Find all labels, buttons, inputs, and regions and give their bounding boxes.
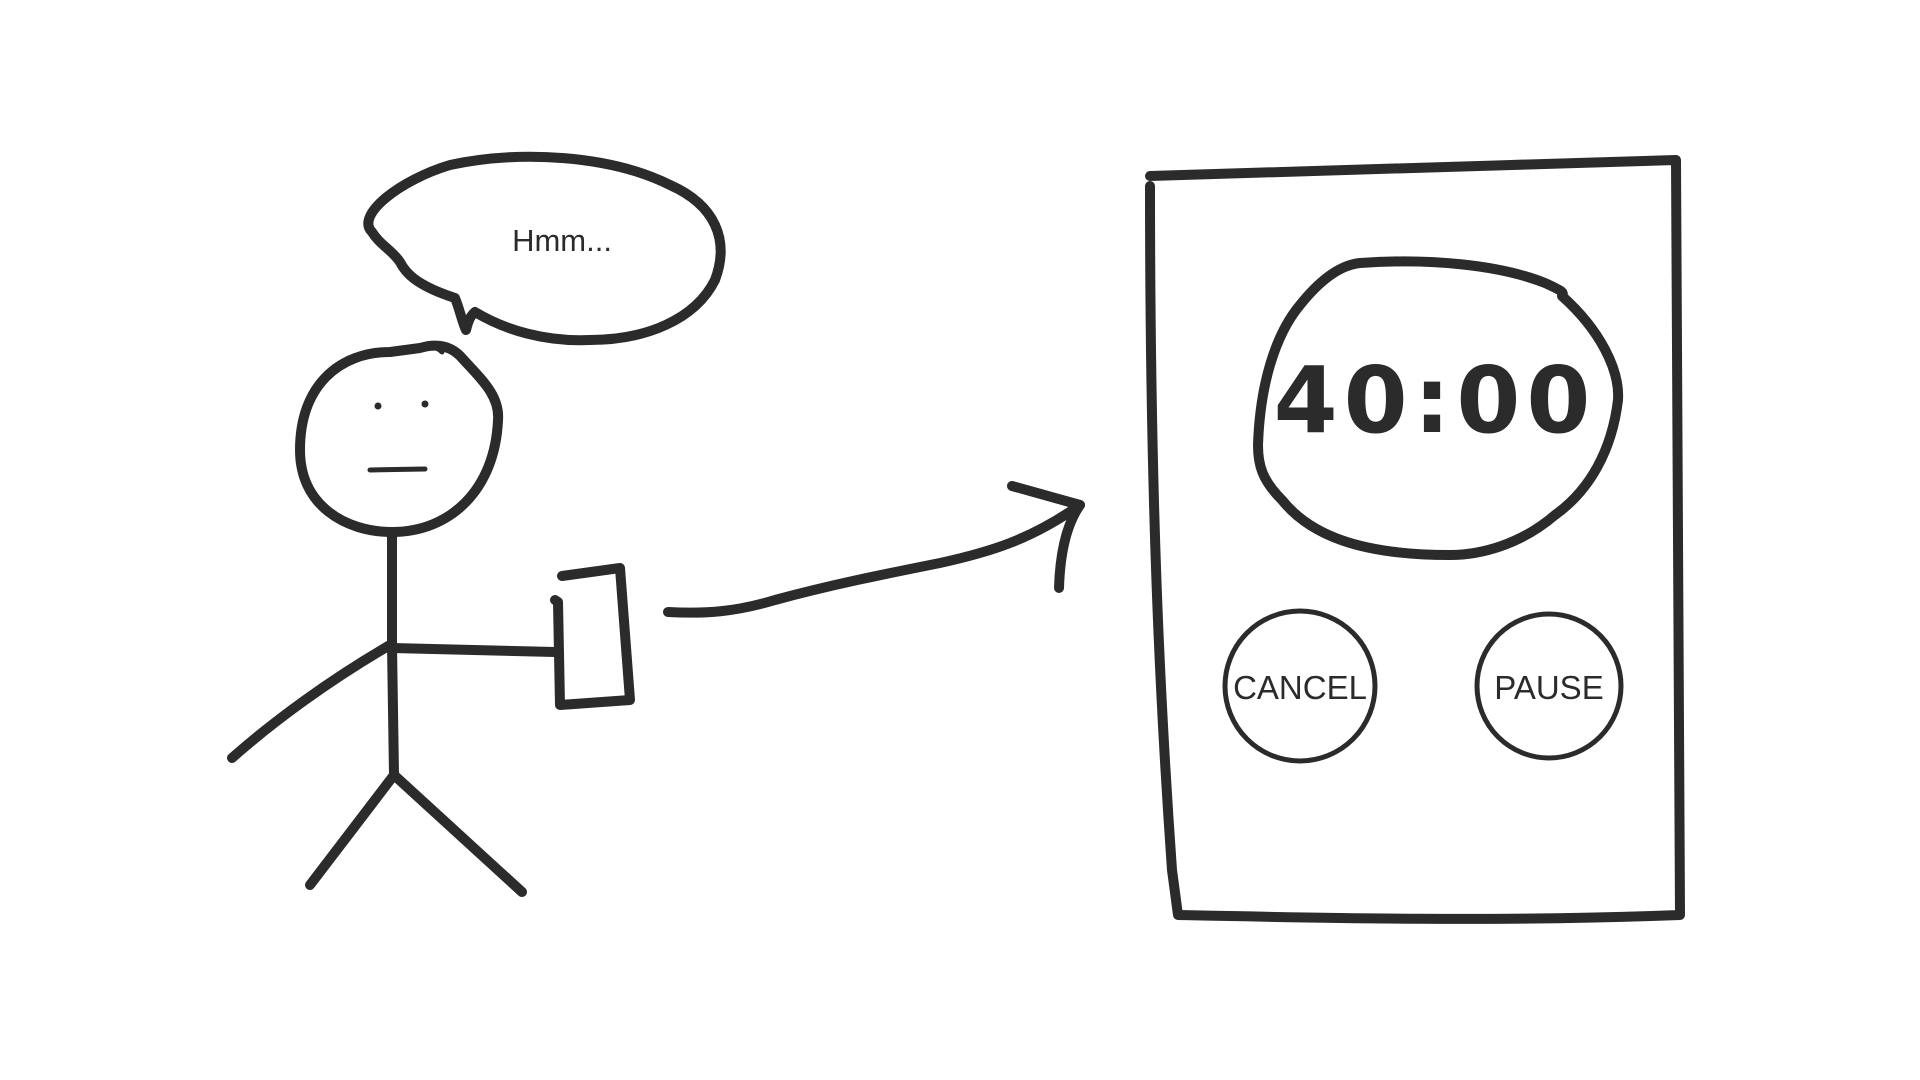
figure-hair-tuft — [417, 343, 445, 355]
pause-button-outline[interactable] — [1474, 611, 1624, 761]
timer-device: 40:00 CANCEL PAUSE — [1145, 155, 1685, 924]
figure-right-eye — [421, 400, 429, 408]
arrow-shaft — [663, 500, 1085, 618]
figure-right-arm — [387, 643, 560, 657]
stick-figure — [227, 340, 635, 897]
figure-left-leg — [305, 770, 399, 890]
figure-left-eye — [374, 402, 382, 410]
device-frame — [1145, 155, 1685, 924]
cancel-button-outline[interactable] — [1222, 608, 1378, 764]
arrow — [663, 481, 1085, 618]
cancel-button[interactable]: CANCEL — [1222, 608, 1378, 764]
figure-right-leg — [389, 770, 527, 897]
figure-head — [295, 340, 504, 537]
figure-mouth — [367, 466, 428, 473]
pause-button[interactable]: PAUSE — [1474, 611, 1624, 761]
timer-display: 40:00 — [1253, 256, 1624, 560]
phone-in-hand — [550, 563, 635, 710]
arrow-head — [1007, 481, 1085, 593]
speech-bubble: Hmm... — [363, 151, 726, 346]
speech-bubble-text: Hmm... — [512, 223, 612, 258]
figure-left-arm — [227, 640, 395, 763]
figure-body — [387, 527, 399, 780]
timer-display-outline — [1253, 256, 1624, 560]
cancel-button-label[interactable]: CANCEL — [1233, 669, 1367, 706]
timer-display-text: 40:00 — [1274, 347, 1597, 454]
pause-button-label[interactable]: PAUSE — [1494, 669, 1603, 706]
speech-bubble-outline — [363, 151, 726, 346]
